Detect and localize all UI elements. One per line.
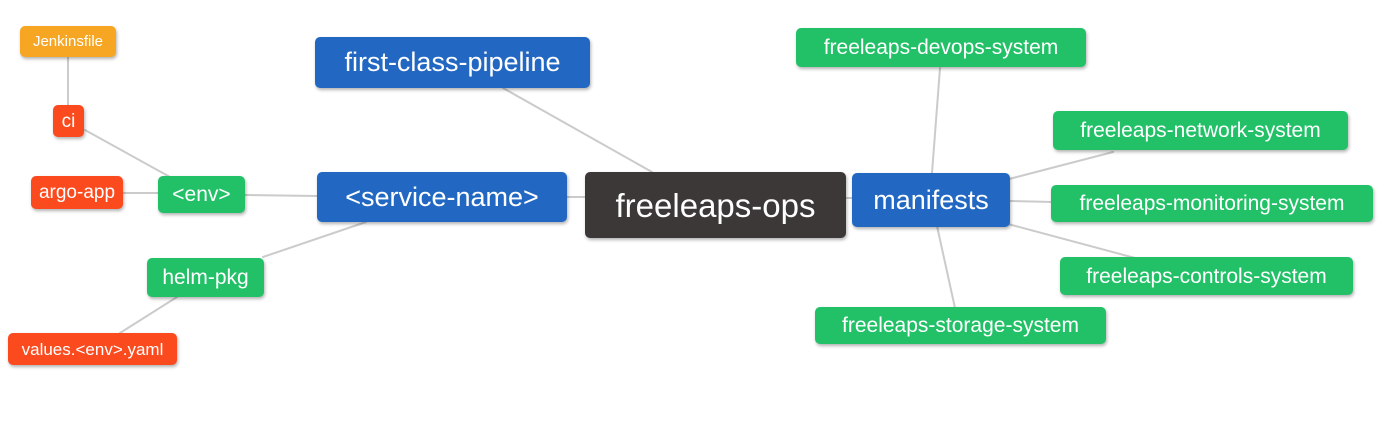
node-values-env-yaml-label: values.<env>.yaml (21, 339, 164, 359)
edge-helm-pkg-values (119, 296, 178, 334)
node-argo-app-label: argo-app (38, 182, 116, 203)
node-manifests[interactable]: manifests (852, 173, 1010, 227)
node-helm-pkg[interactable]: helm-pkg (147, 258, 264, 297)
node-freeleaps-ops[interactable]: freeleaps-ops (585, 172, 846, 238)
node-freeleaps-monitoring-system[interactable]: freeleaps-monitoring-system (1051, 185, 1373, 222)
node-freeleaps-devops-system-label: freeleaps-devops-system (823, 36, 1059, 59)
node-first-class-pipeline[interactable]: first-class-pipeline (315, 37, 590, 88)
node-values-env-yaml[interactable]: values.<env>.yaml (8, 333, 177, 365)
node-freeleaps-devops-system[interactable]: freeleaps-devops-system (796, 28, 1086, 67)
node-freeleaps-network-system[interactable]: freeleaps-network-system (1053, 111, 1348, 150)
edge-ci-env (84, 129, 171, 178)
node-freeleaps-storage-system-label: freeleaps-storage-system (842, 314, 1079, 337)
node-freeleaps-storage-system[interactable]: freeleaps-storage-system (815, 307, 1106, 344)
node-env[interactable]: <env> (158, 176, 245, 213)
node-ci[interactable]: ci (53, 105, 84, 137)
node-first-class-pipeline-label: first-class-pipeline (344, 47, 561, 77)
node-manifests-label: manifests (873, 184, 989, 215)
edge-manifests-storage (936, 225, 956, 309)
edge-pipeline-ops (502, 87, 653, 173)
node-ci-label: ci (61, 110, 76, 132)
node-freeleaps-monitoring-system-label: freeleaps-monitoring-system (1079, 192, 1345, 215)
edge-manifests-network (1008, 151, 1114, 180)
node-freeleaps-network-system-label: freeleaps-network-system (1080, 119, 1321, 142)
edge-service-name-helm-pkg (262, 221, 367, 258)
node-freeleaps-controls-system[interactable]: freeleaps-controls-system (1060, 257, 1353, 295)
node-freeleaps-ops-label: freeleaps-ops (615, 186, 816, 224)
edge-manifests-devops (931, 67, 941, 174)
edge-manifests-monitoring (1008, 200, 1054, 203)
node-helm-pkg-label: helm-pkg (162, 266, 249, 289)
edge-manifests-controls (1007, 223, 1136, 259)
node-argo-app[interactable]: argo-app (31, 176, 123, 209)
node-env-label: <env> (172, 183, 231, 206)
node-service-name[interactable]: <service-name> (317, 172, 567, 222)
node-jenkinsfile[interactable]: Jenkinsfile (20, 26, 116, 57)
node-jenkinsfile-label: Jenkinsfile (32, 33, 104, 50)
edge-env-service-name (244, 194, 318, 197)
node-service-name-label: <service-name> (345, 181, 539, 212)
node-freeleaps-controls-system-label: freeleaps-controls-system (1086, 264, 1327, 288)
